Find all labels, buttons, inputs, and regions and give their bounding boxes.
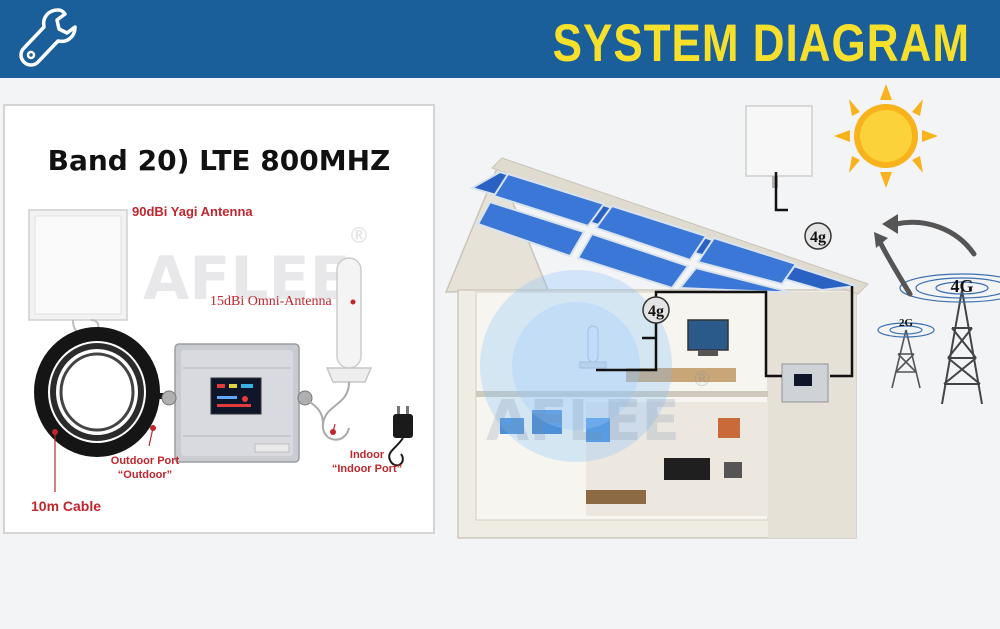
product-card: Band 20) LTE 800MHZ AFLEE ® <box>3 104 435 534</box>
header-bar: SYSTEM DIAGRAM <box>0 0 1000 78</box>
panel-antenna <box>28 209 128 337</box>
interior-items <box>500 319 742 504</box>
signal-badge-roof-icon: 4g <box>804 222 832 250</box>
outdoor-port-label-line1: Outdoor Port <box>110 455 180 467</box>
system-diagram: 4g 4g 4G 2G AFLEE ® <box>444 84 1000 539</box>
indoor-port-label: Indoor “Indoor Port” <box>317 448 417 476</box>
signal-arrow-icons <box>877 219 977 297</box>
indoor-antenna <box>579 325 607 369</box>
diagram-watermark: AFLEE <box>486 389 680 454</box>
tower-small-label: 2G <box>899 317 914 329</box>
wrench-icon <box>19 8 77 67</box>
signal-badge-indoor-icon: 4g <box>642 296 670 324</box>
product-illustration <box>28 209 413 492</box>
page-title: SYSTEM DIAGRAM <box>552 14 970 73</box>
product-title: Band 20) LTE 800MHZ <box>47 144 391 177</box>
label-pointers <box>52 299 356 492</box>
cell-tower-large-icon <box>941 289 983 405</box>
signal-glow <box>480 270 672 462</box>
outdoor-panel-antenna <box>745 105 813 188</box>
diagram-registered-mark: ® <box>692 367 712 391</box>
signal-badge-roof: 4g <box>810 229 826 246</box>
sun-icon <box>834 84 938 188</box>
omni-antenna <box>304 257 373 441</box>
cable-label: 10m Cable <box>31 498 102 514</box>
outdoor-port-label: Outdoor Port “Outdoor” <box>85 454 205 482</box>
indoor-port-label-line1: Indoor <box>349 449 385 461</box>
cable-coil <box>34 327 177 457</box>
outdoor-port-label-line2: “Outdoor” <box>117 469 173 481</box>
omni-antenna-label: 15dBi Omni-Antenna <box>210 294 332 309</box>
yagi-antenna-label: 90dBi Yagi Antenna <box>132 204 253 219</box>
power-adapter <box>388 406 413 467</box>
solar-panels <box>469 170 857 293</box>
tower-large-label: 4G <box>950 276 973 296</box>
tower-wave-rings <box>877 273 1000 338</box>
signal-booster <box>161 343 313 463</box>
cell-tower-small-icon <box>891 329 921 389</box>
signal-arrowheads <box>874 214 898 248</box>
house-booster <box>781 363 829 403</box>
indoor-port-label-line2: “Indoor Port” <box>331 463 403 475</box>
cable-route <box>596 172 854 378</box>
signal-badge-indoor: 4g <box>648 303 664 320</box>
